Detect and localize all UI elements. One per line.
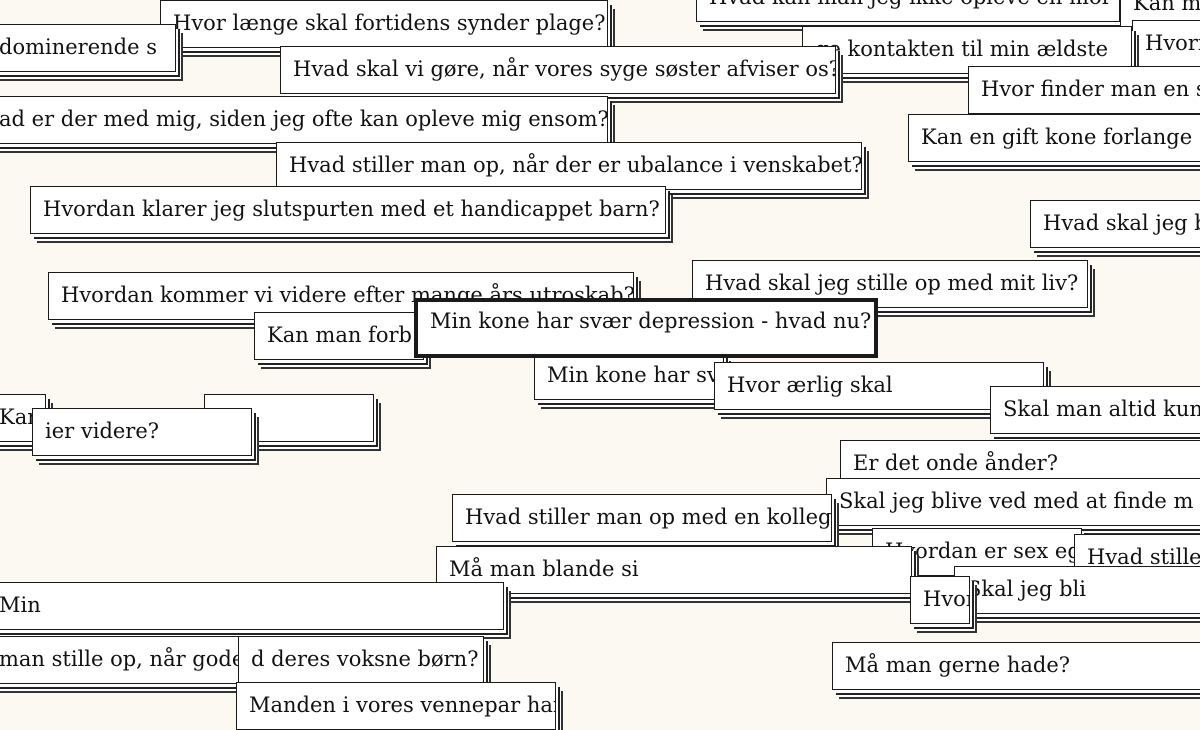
- question-card[interactable]: ier videre?: [32, 408, 252, 456]
- question-card[interactable]: Hvor længe skal fortidens synder plage?: [160, 0, 608, 48]
- question-card[interactable]: Må man gerne hade?: [832, 642, 1200, 690]
- question-card[interactable]: Hvorf: [1132, 20, 1200, 68]
- question-card[interactable]: Skal jeg blive ved med at finde m: [826, 478, 1200, 526]
- question-card[interactable]: Hvorfor bliver ægtefæ: [910, 576, 970, 624]
- question-card[interactable]: man stille op, når gode venner svigter o…: [0, 636, 240, 684]
- question-card[interactable]: Hvor ærlig skal: [714, 362, 1044, 410]
- question-card[interactable]: Min kone har svær depression - hvad nu?: [534, 352, 724, 400]
- question-card[interactable]: Må man blande si: [436, 546, 912, 594]
- question-card[interactable]: Hvad stiller man op med en kolleg: [452, 494, 832, 542]
- question-card[interactable]: Hvad skal vi gøre, når vores syge søster…: [280, 46, 836, 94]
- question-card[interactable]: Hvad stiller man op, når der er ubalance…: [276, 142, 862, 190]
- question-card[interactable]: d deres voksne børn?: [238, 636, 484, 684]
- question-card[interactable]: Hvordan klarer jeg slutspurten med et ha…: [30, 186, 666, 234]
- question-card[interactable]: Kan man forb: [254, 312, 424, 360]
- question-card[interactable]: Manden i vores vennepar har den: [236, 682, 556, 730]
- question-card[interactable]: Hvad kan man jeg ikke opleve en mor ved?: [696, 0, 1120, 22]
- question-card[interactable]: Hvad skal jeg b: [1030, 200, 1200, 248]
- question-card-selected[interactable]: Min kone har svær depression - hvad nu?: [414, 298, 878, 358]
- question-card[interactable]: ge kontakten til min ældste: [802, 26, 1132, 74]
- question-card[interactable]: Skal jeg bli: [954, 566, 1200, 614]
- question-card[interactable]: ad er der med mig, siden jeg ofte kan op…: [0, 96, 608, 144]
- question-card[interactable]: Min: [0, 582, 504, 630]
- question-card[interactable]: Kan en gift kone forlange a: [908, 114, 1200, 162]
- question-card[interactable]: Skal man altid kunne tilgive?: [990, 386, 1200, 434]
- question-card[interactable]: Hvor finder man en s: [968, 66, 1200, 114]
- question-card[interactable]: dominerende s: [0, 24, 176, 72]
